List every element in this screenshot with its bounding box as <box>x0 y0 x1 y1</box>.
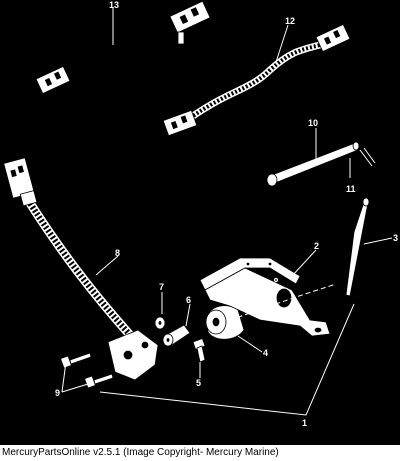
part-13-connector-left <box>35 65 71 95</box>
part-12-harness[interactable] <box>162 23 351 137</box>
callout-2: 2 <box>314 241 319 251</box>
callout-5: 5 <box>196 378 201 388</box>
part-9-screws[interactable] <box>60 352 114 389</box>
callout-8: 8 <box>115 248 120 258</box>
callout-3: 3 <box>393 233 398 243</box>
callout-11: 11 <box>346 184 356 194</box>
part-6-spacer[interactable] <box>162 324 191 347</box>
assembly-axis-line <box>229 283 337 321</box>
part-11-cotter-pin[interactable] <box>359 147 376 167</box>
part-8-sensor-body <box>107 329 159 381</box>
callout-13: 13 <box>109 0 119 10</box>
callout-4: 4 <box>263 348 268 358</box>
callout-9: 9 <box>55 388 60 398</box>
callout-7: 7 <box>159 282 164 292</box>
part-8-position-sensor[interactable] <box>3 157 159 381</box>
part-8-connector <box>3 157 38 207</box>
callout-6: 6 <box>186 295 191 305</box>
part-9-screw-lower <box>84 373 114 389</box>
part-13-connector-right <box>169 0 211 45</box>
part-2-mounting-bracket[interactable] <box>199 257 331 337</box>
part-12-connector-left <box>162 109 198 137</box>
callout-12: 12 <box>285 16 295 26</box>
part-4-cam-disc[interactable] <box>205 305 245 340</box>
exploded-parts-diagram: 13 12 10 11 3 <box>3 0 398 428</box>
callout-10: 10 <box>308 118 318 128</box>
part-7-washer[interactable] <box>154 316 166 330</box>
assembly-leader-1 <box>99 303 355 416</box>
part-13-harness[interactable] <box>35 0 211 95</box>
part-10-rod[interactable] <box>266 141 360 187</box>
part-12-connector-right <box>315 23 351 53</box>
part-3-link-rod[interactable] <box>345 197 370 297</box>
part-5-bolt[interactable] <box>192 338 206 363</box>
copyright-footer: MercuryPartsOnline v2.5.1 (Image Copyrig… <box>0 445 400 461</box>
callout-1: 1 <box>302 418 307 428</box>
